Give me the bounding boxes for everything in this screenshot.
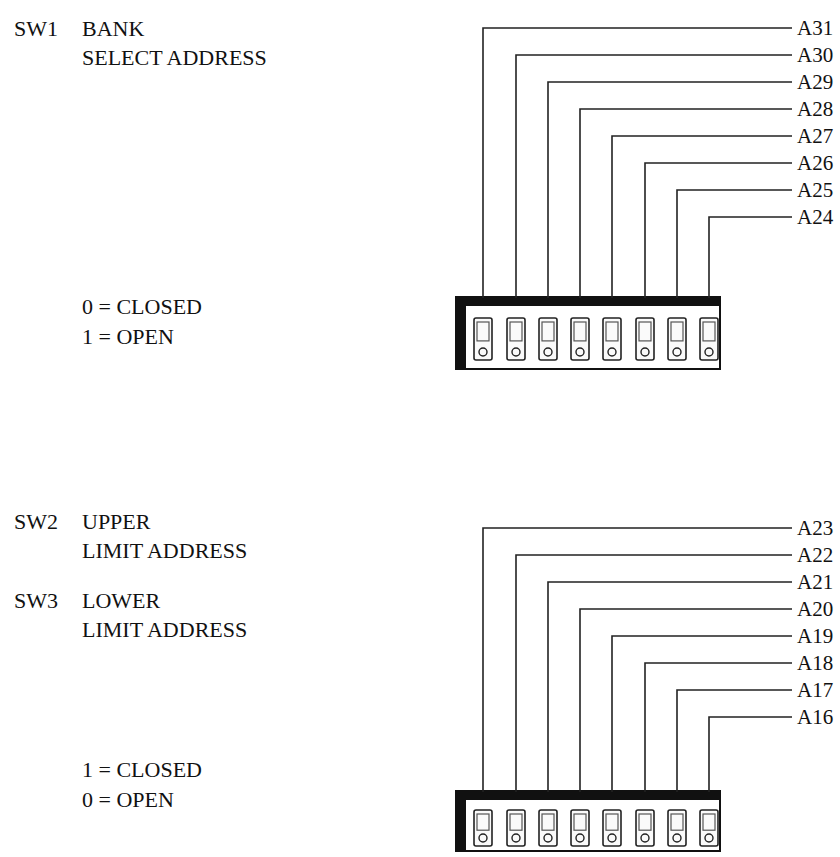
dip-switch-body [456,791,720,851]
switch-label: 0 = CLOSED [82,292,202,321]
leader-line [645,663,792,792]
switch-label: UPPER LIMIT ADDRESS [82,507,247,565]
leader-line [677,190,792,298]
leader-line [580,109,792,298]
address-line-label: A25 [797,178,833,202]
switch-toggle [571,318,589,360]
address-line-label: A17 [797,678,833,702]
leader-line [548,82,792,298]
leader-line [645,163,792,298]
address-line-label: A24 [797,205,833,229]
switch-toggle [668,810,686,846]
switch-label: 1 = OPEN [82,322,174,351]
switch-toggle [474,318,492,360]
address-line-label: A16 [797,705,833,729]
address-line-label: A29 [797,70,833,94]
leader-line [516,555,792,792]
address-line-label: A31 [797,16,833,40]
switch-toggle [636,318,654,360]
dip-switch-body [456,297,720,369]
switch-toggle [474,810,492,846]
leader-line [580,609,792,792]
switch-toggle [668,318,686,360]
switch-toggle [603,810,621,846]
switch-label: SW3 [14,586,58,615]
leader-line [709,217,792,298]
switch-toggle [636,810,654,846]
switch-toggle [571,810,589,846]
switch-toggle [539,810,557,846]
leader-line [612,136,792,298]
leader-line [483,28,792,298]
leader-line [612,636,792,792]
address-line-label: A19 [797,624,833,648]
switch-toggle [539,318,557,360]
leader-line [483,528,792,792]
leader-line [516,55,792,298]
switch-label: SW1 [14,14,58,43]
address-line-label: A18 [797,651,833,675]
leader-line [677,690,792,792]
address-line-label: A26 [797,151,833,175]
switch-toggle [507,810,525,846]
address-line-label: A30 [797,43,833,67]
leader-line [709,717,792,792]
switch-label: LOWER LIMIT ADDRESS [82,586,247,644]
address-line-label: A28 [797,97,833,121]
address-line-label: A21 [797,570,833,594]
switch-toggle [700,810,718,846]
address-line-label: A23 [797,516,833,540]
switch-label: 0 = OPEN [82,785,174,814]
switch-label: 1 = CLOSED [82,755,202,784]
address-line-label: A22 [797,543,833,567]
switch-label: SW2 [14,507,58,536]
switch-toggle [507,318,525,360]
address-line-label: A20 [797,597,833,621]
switch-label: BANK SELECT ADDRESS [82,14,267,72]
switch-toggle [700,318,718,360]
address-line-label: A27 [797,124,833,148]
switch-toggle [603,318,621,360]
leader-line [548,582,792,792]
